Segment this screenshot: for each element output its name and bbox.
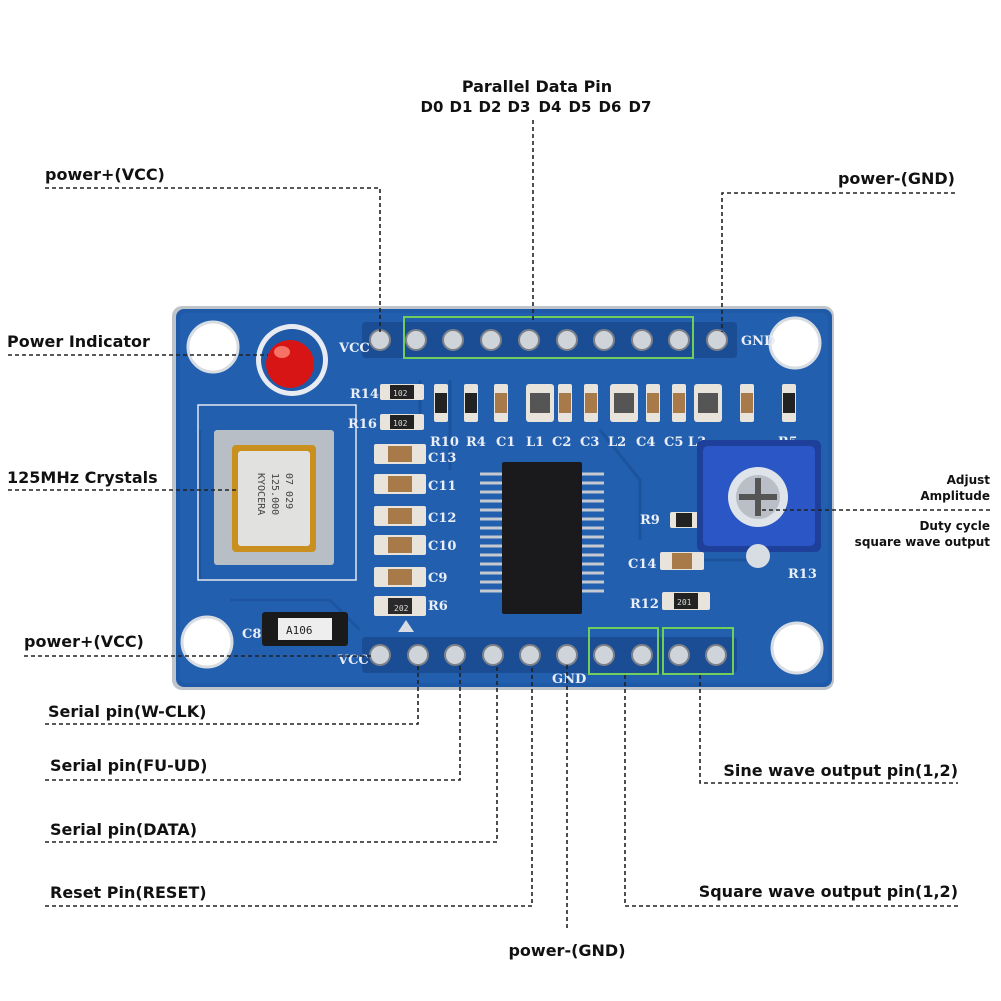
label-fu-ud: Serial pin(FU-UD) <box>50 756 207 775</box>
dds-chip <box>480 462 604 614</box>
pin-label-d0: D0 <box>421 98 444 116</box>
filter-components-row: R10 R4 C1 L1 C2 C3 L2 C4 C5 L3 R5 <box>430 384 798 450</box>
mounting-holes <box>180 316 824 675</box>
potentiometer: R13 <box>697 440 821 582</box>
label-vcc-bottom: power+(VCC) <box>24 632 144 651</box>
bottom-header: VCC GND <box>337 620 737 687</box>
silk-c10: C10 <box>428 539 456 554</box>
silk-r13: R13 <box>788 567 817 582</box>
silk-c2: C2 <box>552 435 571 450</box>
label-data: Serial pin(DATA) <box>50 820 197 839</box>
silk-r12: R12 <box>630 597 659 612</box>
right-side-components: 201 R9 C14 R12 <box>628 512 710 612</box>
c8-marking: A106 <box>286 624 313 637</box>
silk-gnd-bottom: GND <box>552 672 586 687</box>
label-crystal: 125MHz Crystals <box>7 468 158 487</box>
label-duty-1: Duty cycle <box>919 519 990 533</box>
silk-vcc-top: VCC <box>338 341 370 356</box>
silk-r10: R10 <box>430 435 459 450</box>
capacitor-column: 202 C13 C11 C12 C10 C9 R6 <box>374 444 456 616</box>
parallel-data-title: Parallel Data Pin <box>462 77 612 96</box>
silk-c11: C11 <box>428 479 456 494</box>
r6-marking: 202 <box>394 604 409 613</box>
leader-lines <box>8 120 990 930</box>
resistors-r14-r16: 102 102 R14 R16 <box>348 384 424 432</box>
label-adjust-1: Adjust <box>947 473 991 487</box>
r16-marking: 102 <box>393 419 408 428</box>
silk-c4: C4 <box>636 435 655 450</box>
label-gnd-bottom: power-(GND) <box>508 941 625 960</box>
crystal-marking-3: 07 029 <box>283 473 294 509</box>
silk-gnd-top: GND <box>741 334 775 349</box>
capacitor-c8: A106 C8 <box>242 612 348 646</box>
crystal-marking-2: 125.000 <box>269 473 280 515</box>
crystal-marking-1: KYOCERA <box>255 473 266 515</box>
silk-c8: C8 <box>242 627 261 642</box>
pin-label-d7: D7 <box>629 98 652 116</box>
label-reset: Reset Pin(RESET) <box>50 883 207 902</box>
label-w-clk: Serial pin(W-CLK) <box>48 702 206 721</box>
pin-label-d1: D1 <box>450 98 473 116</box>
pin-label-d2: D2 <box>479 98 502 116</box>
crystal-oscillator: KYOCERA 125.000 07 029 <box>197 404 357 581</box>
parallel-pin-labels: D0 D1 D2 D3 D4 D5 D6 D7 <box>421 98 652 116</box>
silk-l1: L1 <box>526 435 544 450</box>
silk-r16: R16 <box>348 417 377 432</box>
top-header: VCC GND <box>338 316 775 359</box>
silk-c14: C14 <box>628 557 656 572</box>
pin-label-d3: D3 <box>508 98 531 116</box>
label-square-output: Square wave output pin(1,2) <box>699 882 958 901</box>
silk-r9: R9 <box>640 513 660 528</box>
pin-label-d4: D4 <box>539 98 562 116</box>
silk-c5: C5 <box>664 435 683 450</box>
label-adjust-2: Amplitude <box>920 489 990 503</box>
silk-r4: R4 <box>466 435 486 450</box>
label-vcc-top: power+(VCC) <box>45 165 165 184</box>
pin-label-d5: D5 <box>569 98 592 116</box>
silk-r14: R14 <box>350 387 379 402</box>
silk-c3: C3 <box>580 435 599 450</box>
pin-label-d6: D6 <box>599 98 622 116</box>
label-duty-2: square wave output <box>855 535 991 549</box>
r12-marking: 201 <box>677 598 692 607</box>
silk-c9: C9 <box>428 571 447 586</box>
power-led <box>256 324 328 396</box>
silk-c1: C1 <box>496 435 515 450</box>
silk-c12: C12 <box>428 511 456 526</box>
label-power-indicator: Power Indicator <box>7 332 150 351</box>
label-gnd-top: power-(GND) <box>838 169 955 188</box>
label-sine-output: Sine wave output pin(1,2) <box>723 761 958 780</box>
r14-marking: 102 <box>393 389 408 398</box>
silk-l2: L2 <box>608 435 626 450</box>
silk-c13: C13 <box>428 451 456 466</box>
silk-r6: R6 <box>428 599 448 614</box>
